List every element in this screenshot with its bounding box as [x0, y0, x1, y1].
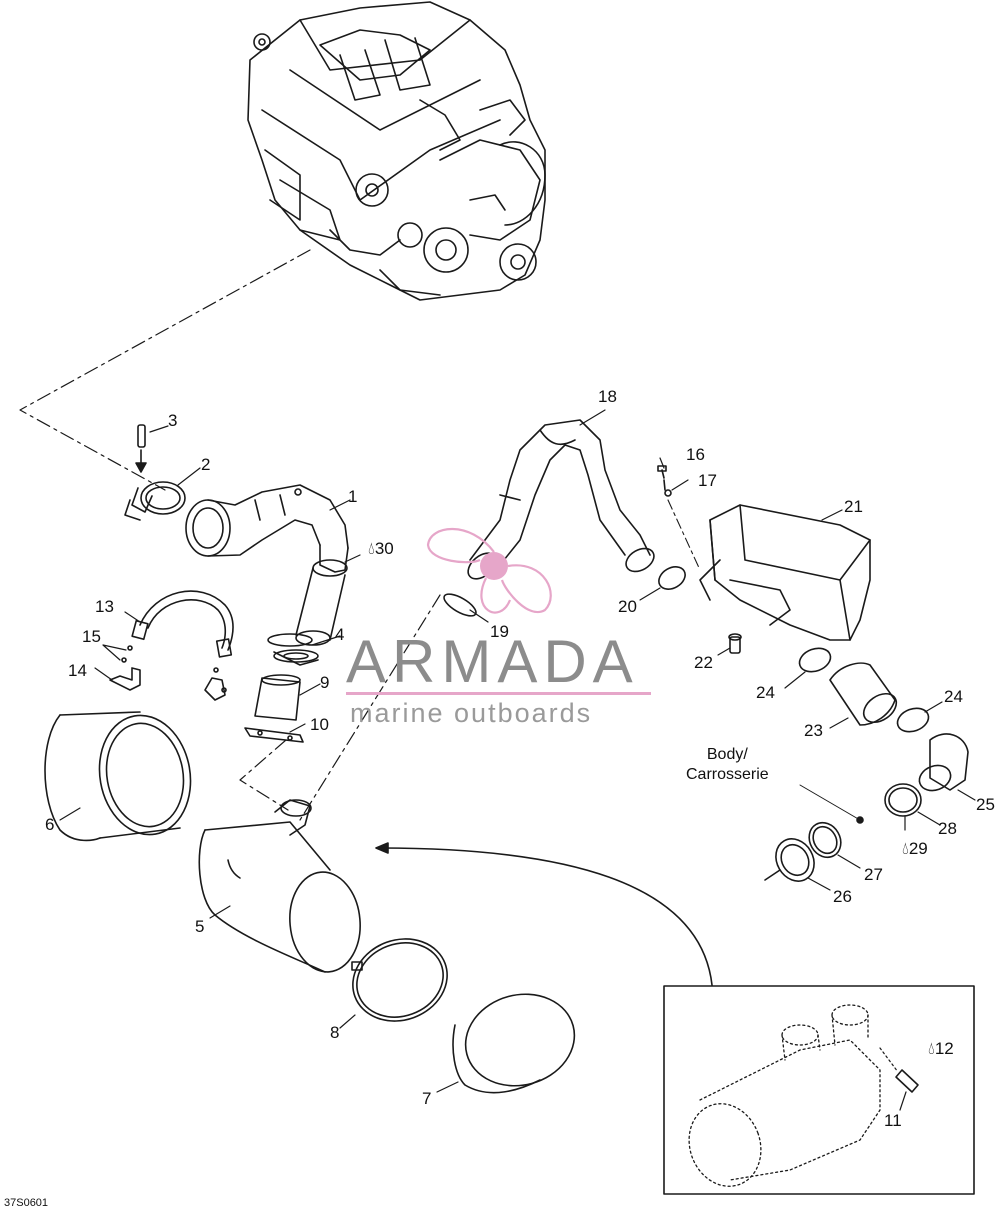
drawing-code: 37S0601: [4, 1197, 49, 1209]
part-24-clamp-lower: [896, 707, 930, 733]
callout-5: 5: [195, 917, 205, 936]
callout-8: 8: [330, 1023, 340, 1042]
part-26-outlet-fitting: [764, 838, 815, 882]
inset-pointer-arrow: [379, 847, 713, 986]
oil-drop-icon: 💧︎: [902, 839, 909, 858]
callout-29: 💧︎29: [902, 839, 928, 858]
watermark-brand: ARMADA: [346, 628, 639, 695]
body-mount-note: Body/ Carrosserie: [686, 745, 769, 785]
callout-22: 22: [694, 653, 713, 672]
callout-12: 💧︎12: [928, 1039, 954, 1058]
part-10-gasket: [244, 727, 304, 743]
part-27-ring: [808, 821, 842, 859]
callout-leaders: [59, 409, 976, 1111]
part-14-bracket: [109, 645, 227, 701]
callout-9: 9: [320, 673, 330, 692]
callout-6: 6: [45, 815, 55, 834]
part-13-strap: [131, 590, 234, 658]
part-16-bolt: [657, 465, 672, 497]
watermark-divider: [346, 692, 651, 695]
inset-frame: [663, 985, 975, 1195]
watermark-propeller-logo: [426, 527, 552, 614]
part-4-gasket: [267, 633, 319, 666]
part-21-resonator-box: [699, 504, 871, 641]
callout-24-lower: 24: [944, 687, 963, 706]
callout-21: 21: [844, 497, 863, 516]
callout-30: 💧︎30: [368, 539, 394, 558]
part-19-gasket: [443, 593, 477, 617]
callout-11: 11: [884, 1111, 902, 1130]
guide-line-19: [299, 594, 441, 821]
part-20-clamp: [658, 566, 686, 590]
callout-1: 1: [348, 487, 358, 506]
body-note-line-2: Carrosserie: [686, 766, 769, 783]
callout-16: 16: [686, 445, 705, 464]
callout-26: 26: [833, 887, 852, 906]
part-24-clamp-upper: [798, 647, 832, 673]
callout-23: 23: [804, 721, 823, 740]
callout-4: 4: [335, 625, 345, 644]
callout-10: 10: [310, 715, 329, 734]
guide-line-center: [239, 739, 289, 811]
part-22-fitting: [728, 633, 742, 654]
part-9-sleeve: [254, 674, 301, 721]
part-5-muffler: [198, 799, 361, 973]
part-1-exhaust-pipe: [185, 484, 349, 646]
callout-19: 19: [490, 622, 509, 641]
callout-2: 2: [201, 455, 211, 474]
callout-3: 3: [168, 411, 178, 430]
callout-28: 28: [938, 819, 957, 838]
callout-14: 14: [68, 661, 87, 680]
callout-27: 27: [864, 865, 883, 884]
part-8-clamp-ring: [351, 938, 448, 1022]
part-7-end-cover: [452, 993, 576, 1094]
engine-block: [247, 1, 546, 301]
inset-muffler: [688, 1004, 881, 1187]
oil-drop-icon: 💧︎: [928, 1039, 935, 1058]
callout-18: 18: [598, 387, 617, 406]
part-6-muffler-sleeve: [44, 711, 192, 842]
part-25-elbow: [918, 733, 969, 792]
callout-13: 13: [95, 597, 114, 616]
part-28-gasket: [884, 783, 922, 817]
callout-15: 15: [82, 627, 101, 646]
guide-line-engine: [19, 249, 311, 491]
callout-24-upper: 24: [756, 683, 775, 702]
part-3-pin: [135, 424, 147, 473]
oil-drop-icon: 💧︎: [368, 539, 375, 558]
part-11-drain-plug: [879, 1047, 919, 1093]
part-23-hose: [829, 662, 898, 726]
body-note-line-1: Body/: [706, 746, 748, 763]
part-2-clamp: [124, 481, 186, 521]
callout-20: 20: [618, 597, 637, 616]
callout-7: 7: [422, 1089, 432, 1108]
callout-25: 25: [976, 795, 995, 814]
watermark-tagline: marine outboards: [350, 698, 593, 728]
callout-17: 17: [698, 471, 717, 490]
